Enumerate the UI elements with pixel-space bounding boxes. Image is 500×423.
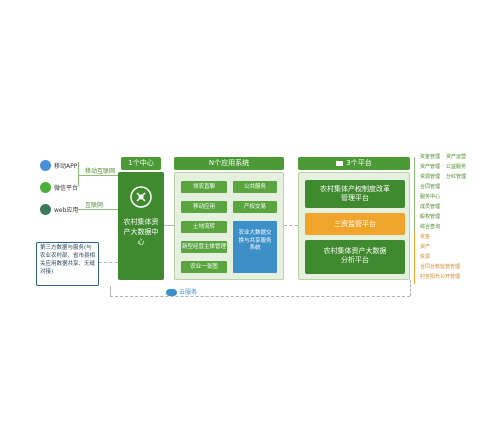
cloud-connector-left: [110, 286, 111, 296]
cloud-connector-right: [410, 280, 411, 296]
right-list-item: 资源: [420, 254, 431, 260]
mobile-connector-v: [78, 162, 79, 175]
platform-big-data-analysis: 农村集体资产大数据分析平台: [305, 240, 405, 274]
right-list-item: 合同台账监管管理: [420, 264, 461, 270]
access-channels: 移动APP 微信平台 web应用: [36, 155, 121, 215]
right-list-bracket-1: [414, 157, 415, 247]
data-exchange-system: 农业大数据交换与共享服务系统: [233, 221, 277, 273]
web-label: web应用: [54, 207, 79, 214]
platform-rights-reform: 农村集体产权制度改革管理平台: [305, 180, 405, 208]
wechat-label: 微信平台: [54, 185, 79, 192]
right-list-item: 公益服务: [446, 164, 467, 170]
platforms-tab-label: 3个平台: [346, 159, 372, 167]
platform-three-assets: 三资监管平台: [305, 213, 405, 235]
app-item: 领农直聊: [181, 181, 227, 193]
platforms-panel: 农村集体产权制度改革管理平台 三资监管平台 农村集体资产大数据分析平台: [298, 172, 410, 280]
app-item: 农业一张图: [181, 261, 227, 273]
right-list-item: 服务中心: [420, 194, 441, 200]
center-apps-connector: [164, 225, 174, 226]
mobile-internet-label: 移动互联网: [85, 168, 116, 175]
data-hub-icon: [130, 186, 152, 208]
right-list-item: 资产管理: [420, 164, 441, 170]
right-list-item: 村务阳光公开管理: [420, 274, 461, 280]
right-list-bracket-2: [414, 232, 415, 284]
apps-platforms-connector: [284, 225, 298, 226]
web-icon: [40, 204, 51, 215]
mobile-app-label: 移动APP: [54, 163, 78, 170]
cloud-icon: [166, 289, 177, 296]
third-party-connector: [99, 262, 118, 263]
apps-panel: 领农直聊 移动应用 土地流转 新型经营主体管理 农业一张图 公共服务 产权交易 …: [174, 172, 284, 280]
center-title: 农村集体资产大数据中心: [123, 218, 159, 246]
right-list-item: 资金管理: [420, 154, 441, 160]
cloud-connector-h: [110, 296, 410, 297]
apps-tab: N个应用系统: [174, 157, 284, 170]
right-list-item: 合同管理: [420, 184, 441, 190]
right-list-item: 资产运营: [446, 154, 467, 160]
app-item: 公共服务: [233, 181, 277, 193]
right-list-item: 资源管理: [420, 174, 441, 180]
mobile-app-icon: [40, 160, 51, 171]
cloud-label: 云服务: [179, 289, 198, 296]
wechat-icon: [40, 182, 51, 193]
wechat-connector-v: [78, 175, 79, 186]
platforms-tab: 3个平台: [298, 157, 410, 170]
internet-connector: [78, 209, 118, 210]
center-panel: 农村集体资产大数据中心: [118, 172, 164, 280]
mobile-connector: [78, 175, 118, 176]
third-party-box: 第三方数据与服务(与农业农村部、省市县相关应用数据共享、无缝对接): [36, 242, 99, 286]
right-list-item: 成员管理: [420, 204, 441, 210]
right-list-item: 股权管理: [420, 214, 441, 220]
app-item: 移动应用: [181, 201, 227, 213]
internet-label: 互联网: [85, 202, 104, 209]
center-tab: 1个中心: [121, 157, 161, 170]
right-list-item: 资产: [420, 244, 431, 250]
right-list-item: 综合查询: [420, 224, 441, 230]
app-item: 新型经营主体管理: [181, 241, 227, 253]
monitor-icon: [336, 160, 344, 166]
right-list-item: 分红管理: [446, 174, 467, 180]
app-item: 土地流转: [181, 221, 227, 233]
right-list-item: 资金: [420, 234, 431, 240]
app-item: 产权交易: [233, 201, 277, 213]
